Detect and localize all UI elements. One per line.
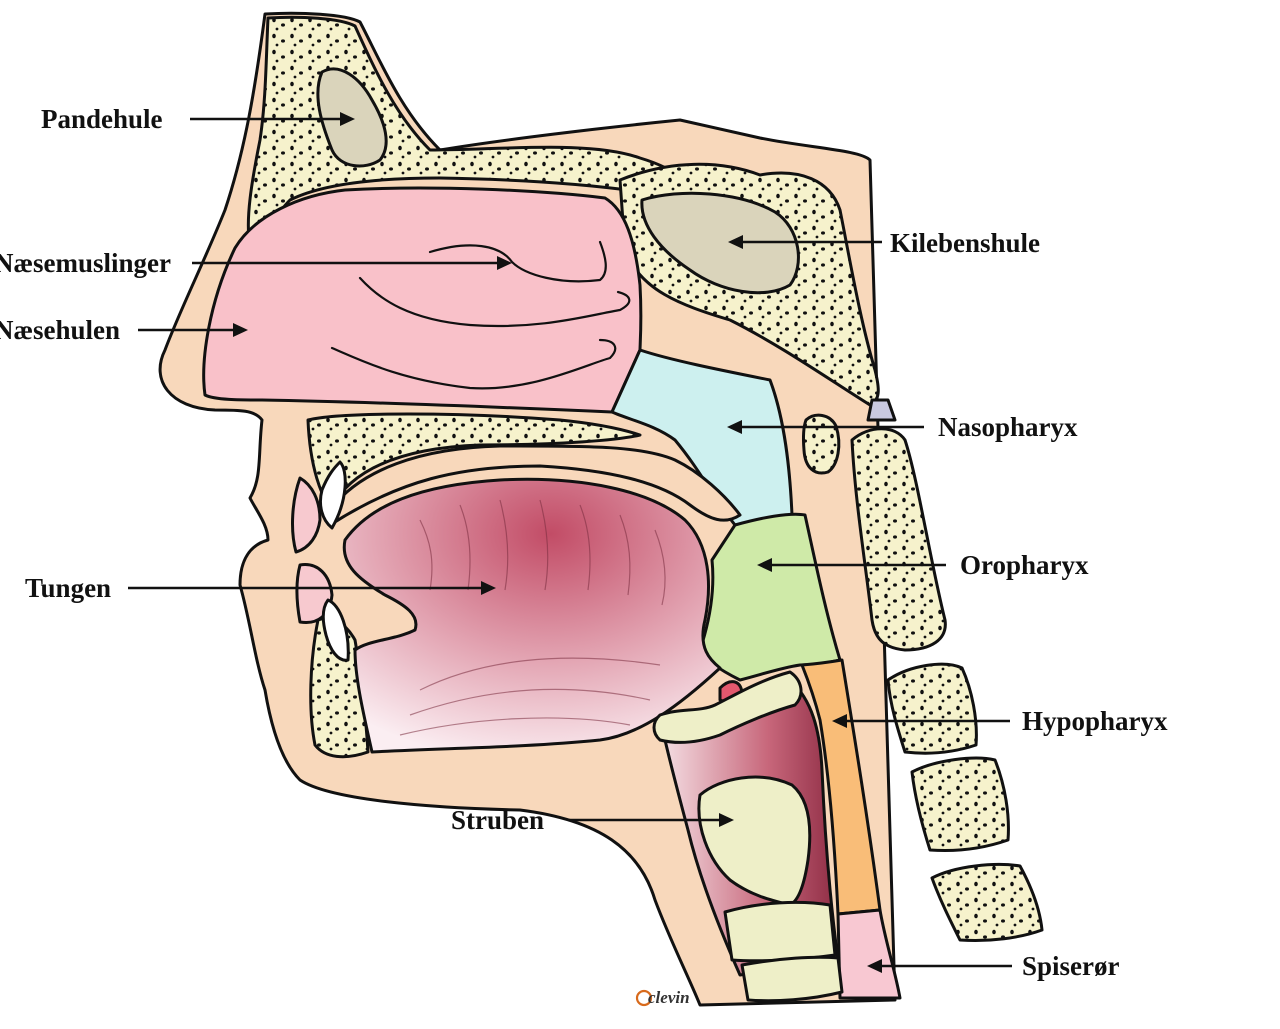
- signature-text: clevin: [648, 988, 690, 1007]
- label-spiseroer: Spiserør: [1022, 951, 1120, 981]
- label-kilebenshule: Kilebenshule: [890, 228, 1040, 258]
- label-struben: Struben: [451, 805, 544, 835]
- label-oropharyx: Oropharyx: [960, 550, 1089, 580]
- cricoid-cartilage: [725, 902, 835, 960]
- c4-vertebra: [912, 758, 1008, 850]
- c3-vertebra: [888, 664, 976, 753]
- label-naesehulen: Næsehulen: [0, 315, 120, 345]
- nasal-cavity: [204, 188, 641, 412]
- clivus-tip: [868, 400, 895, 420]
- label-naesemuslinger: Næsemuslinger: [0, 248, 171, 278]
- atlas-anterior-arch: [803, 415, 838, 473]
- trachea-ring: [742, 957, 842, 1000]
- c5-vertebra: [932, 865, 1042, 941]
- label-pandehule: Pandehule: [41, 104, 163, 134]
- label-tungen: Tungen: [25, 573, 111, 603]
- label-hypopharyx: Hypopharyx: [1022, 706, 1168, 736]
- artist-signature: clevin: [637, 988, 690, 1007]
- label-nasopharyx: Nasopharyx: [938, 412, 1078, 442]
